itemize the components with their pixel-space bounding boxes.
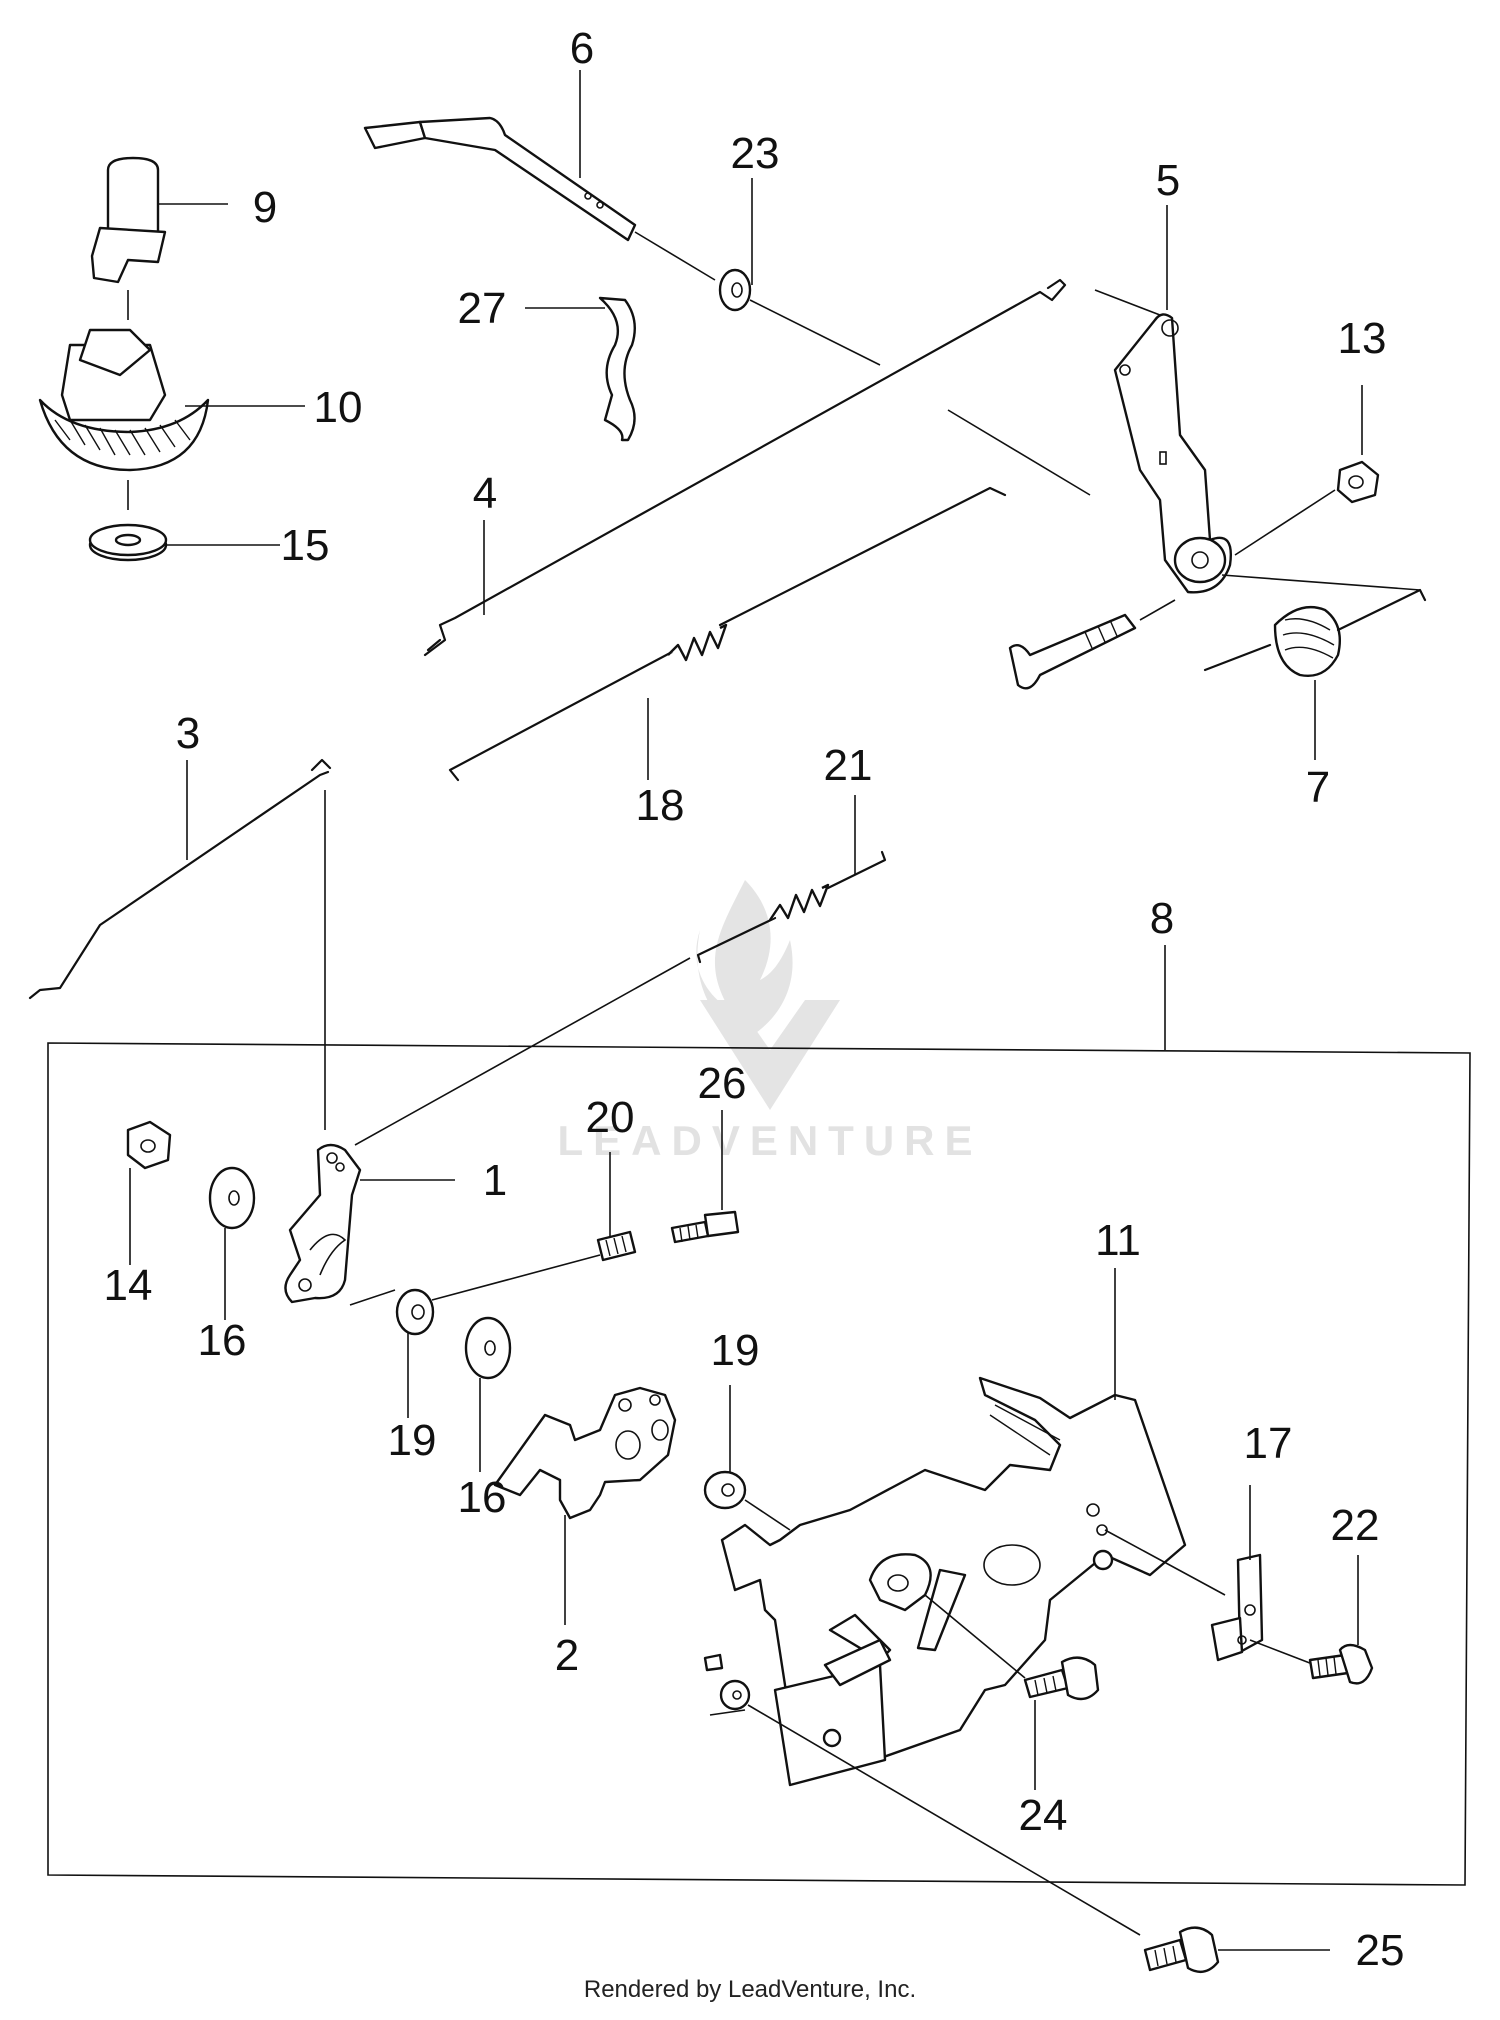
callout-27: 27 xyxy=(458,284,507,333)
callout-16-top: 16 xyxy=(198,1316,247,1365)
part-11 xyxy=(720,1376,1187,1787)
part-6 xyxy=(363,116,637,242)
part-18 xyxy=(448,486,1007,782)
part-5-bolt xyxy=(1008,613,1137,690)
leader-bolt xyxy=(1139,599,1176,621)
assembly-box xyxy=(47,1042,1471,1886)
part-7 xyxy=(1203,588,1427,677)
leader-21-1 xyxy=(354,957,691,1146)
leader-19-bracket xyxy=(744,1499,791,1531)
leader-13-5 xyxy=(1234,489,1336,556)
callout-23: 23 xyxy=(731,129,780,178)
callout-1: 1 xyxy=(483,1156,507,1205)
leader-6-23 xyxy=(634,231,716,281)
callout-8: 8 xyxy=(1150,894,1174,943)
part-23 xyxy=(718,268,752,312)
watermark-text: LEADVENTURE xyxy=(557,1117,982,1164)
leader-23-5 xyxy=(749,299,881,366)
part-21 xyxy=(696,850,887,964)
watermark-flame-icon xyxy=(696,880,793,1040)
callout-24: 24 xyxy=(1019,1791,1068,1840)
leader-17-22 xyxy=(1249,1639,1316,1666)
footer-credit: Rendered by LeadVenture, Inc. xyxy=(584,1976,916,2003)
leader-19-20 xyxy=(431,1254,601,1301)
callout-9: 9 xyxy=(253,183,277,232)
callout-14: 14 xyxy=(104,1261,153,1310)
callout-18: 18 xyxy=(636,781,685,830)
callout-19-right: 19 xyxy=(711,1326,760,1375)
leader-1-19 xyxy=(349,1289,396,1306)
callout-4: 4 xyxy=(473,469,497,518)
callout-3: 3 xyxy=(176,709,200,758)
callout-17: 17 xyxy=(1244,1419,1293,1468)
callout-13: 13 xyxy=(1338,314,1387,363)
part-13 xyxy=(1336,460,1380,504)
leader-7-top xyxy=(1221,574,1421,591)
part-10 xyxy=(38,328,210,472)
callout-10: 10 xyxy=(314,383,363,432)
part-2 xyxy=(493,1386,677,1520)
callout-6: 6 xyxy=(570,24,594,73)
part-20 xyxy=(596,1230,637,1262)
part-5 xyxy=(1113,313,1232,594)
part-19-left xyxy=(395,1288,435,1336)
leader-17-plate xyxy=(1104,1529,1226,1596)
part-4 xyxy=(423,278,1067,657)
part-26 xyxy=(670,1210,740,1244)
part-16-mid xyxy=(464,1316,512,1380)
part-3 xyxy=(28,758,332,1000)
callout-25: 25 xyxy=(1356,1926,1405,1975)
part-22 xyxy=(1308,1643,1374,1685)
leader-5-rod xyxy=(1094,289,1161,316)
callout-26: 26 xyxy=(698,1059,747,1108)
callout-labels: 1 2 3 4 5 6 7 8 9 10 11 13 14 15 16 16 1… xyxy=(104,24,1405,1975)
part-15 xyxy=(88,523,168,562)
part-17 xyxy=(1210,1553,1264,1662)
part-19-right xyxy=(703,1470,747,1510)
part-1 xyxy=(284,1143,362,1304)
leader-5-mid xyxy=(947,409,1091,496)
callout-15: 15 xyxy=(281,521,330,570)
watermark-v-icon xyxy=(700,1000,840,1110)
part-24 xyxy=(1023,1656,1100,1701)
part-27 xyxy=(598,296,636,442)
callout-11: 11 xyxy=(1095,1216,1141,1265)
callout-21: 21 xyxy=(824,741,873,790)
callout-5: 5 xyxy=(1156,156,1180,205)
part-pin-left xyxy=(703,1653,842,1748)
callout-22: 22 xyxy=(1331,1501,1380,1550)
callout-20: 20 xyxy=(586,1093,635,1142)
callout-2: 2 xyxy=(555,1631,579,1680)
part-16-top xyxy=(208,1166,256,1230)
leader-24-plate xyxy=(924,1594,1026,1679)
part-9 xyxy=(90,156,167,284)
part-14 xyxy=(126,1120,172,1170)
part-25 xyxy=(1143,1926,1220,1974)
leader-pin xyxy=(709,1709,746,1716)
callout-16-mid: 16 xyxy=(458,1473,507,1522)
callout-7: 7 xyxy=(1306,763,1330,812)
watermark: LEADVENTURE xyxy=(557,880,982,1164)
callout-19-left: 19 xyxy=(388,1416,437,1465)
leader-25-long xyxy=(747,1704,1141,1936)
